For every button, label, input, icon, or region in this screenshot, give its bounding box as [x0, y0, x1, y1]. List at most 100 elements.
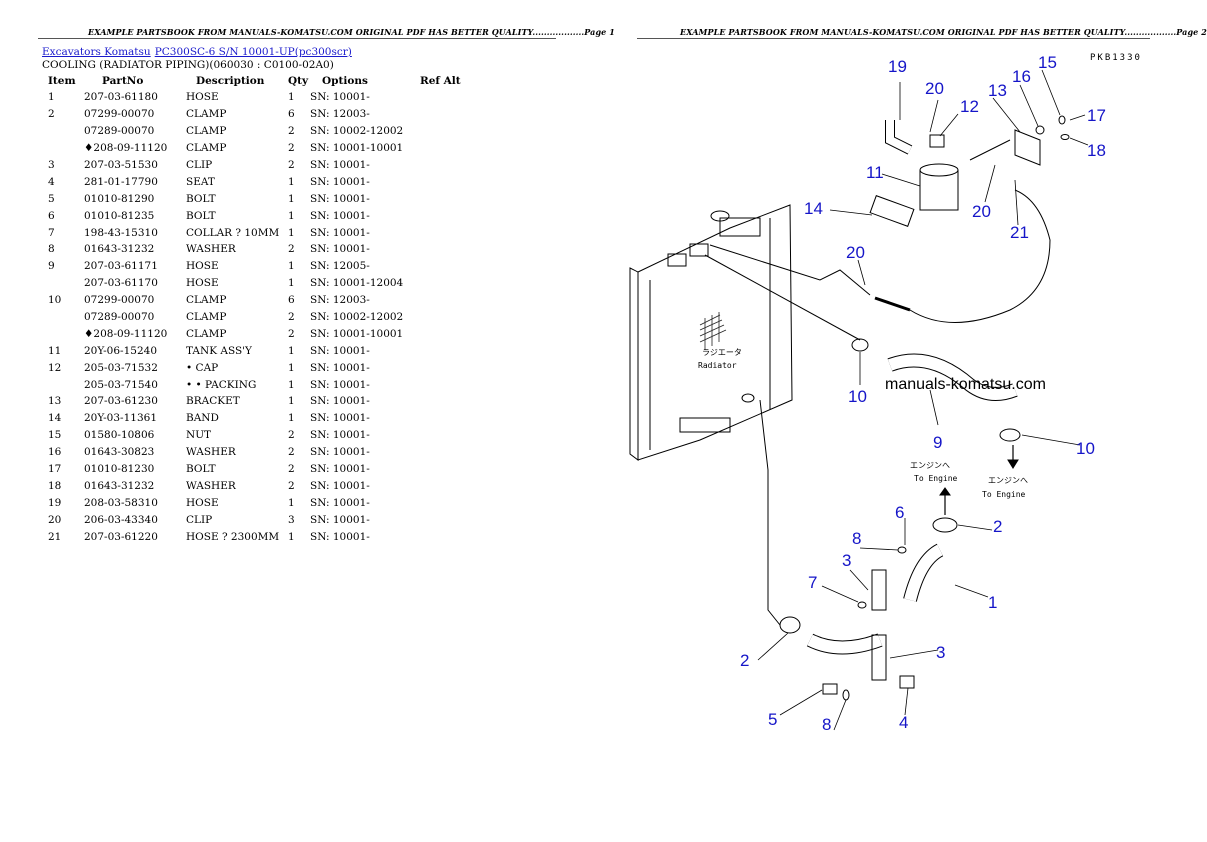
- cell-ref-alt: [416, 376, 480, 393]
- cell-item: 21: [48, 530, 62, 543]
- cell-description: WASHER: [186, 243, 236, 256]
- cell-qty: 1: [288, 395, 295, 408]
- cell-options: SN: 10001-: [310, 378, 370, 391]
- callout-8-top: 8: [852, 529, 861, 548]
- leader-lines: [757, 69, 1089, 731]
- breadcrumb-link-model[interactable]: PC300SC-6 S/N 10001-UP(pc300scr): [154, 46, 352, 58]
- cell-item: 7: [48, 226, 55, 239]
- cell-description: • • PACKING: [186, 378, 257, 391]
- cell-partno: 208-03-58310: [84, 496, 158, 509]
- cell-description: WASHER: [186, 446, 236, 459]
- cell-description: HOSE ? 2300MM: [186, 530, 280, 543]
- callout-2-left: 2: [740, 651, 749, 670]
- cell-description: CLAMP: [186, 108, 227, 121]
- cell-item: 6: [48, 209, 55, 222]
- cell-description: CLIP: [186, 159, 213, 171]
- callout-20-low: 20: [846, 243, 865, 262]
- cell-partno: 01643-31232: [84, 243, 155, 256]
- cell-options: SN: 10001-: [310, 412, 370, 425]
- breadcrumb-link-excavators[interactable]: Excavators Komatsu: [42, 46, 151, 58]
- cell-item: [42, 275, 84, 292]
- callout-4: 4: [899, 713, 908, 732]
- callout-14: 14: [804, 199, 823, 218]
- col-header-qty: Qty: [288, 75, 309, 87]
- cell-ref-alt: [416, 106, 480, 123]
- cell-partno: 07289-00070: [84, 311, 155, 324]
- cell-description: WASHER: [186, 479, 236, 492]
- cell-qty: 2: [288, 429, 295, 442]
- to-engine-label-jp-1: エンジンへ: [910, 461, 950, 470]
- cell-options: SN: 10001-: [310, 209, 370, 222]
- cell-partno: 01010-81230: [84, 463, 155, 476]
- col-header-ref-alt: Ref Alt: [420, 75, 461, 87]
- cell-ref-alt: [416, 157, 480, 174]
- cell-item: 15: [48, 429, 62, 442]
- radiator-piping-diagram: PKB1330 ラジエータ Radiator: [629, 53, 1142, 734]
- parts-table: Item PartNo Description Qty Options Ref …: [42, 75, 480, 545]
- cell-qty: 6: [288, 294, 295, 307]
- cell-item: [42, 140, 84, 157]
- cell-description: CLAMP: [186, 125, 227, 138]
- cell-ref-alt: [416, 309, 480, 326]
- cell-description: CLAMP: [186, 311, 227, 324]
- cell-description: BOLT: [186, 463, 216, 476]
- cell-options: SN: 10002-12002: [310, 125, 404, 138]
- cell-partno: 20Y-06-15240: [84, 344, 157, 357]
- cell-description: BRACKET: [186, 395, 240, 408]
- cell-description: CLIP: [186, 513, 213, 526]
- cell-ref-alt: [416, 292, 480, 309]
- to-engine-label-en-1: To Engine: [914, 474, 958, 483]
- cell-ref-alt: [416, 123, 480, 140]
- cell-options: SN: 10001-: [310, 429, 370, 442]
- cell-description: HOSE: [186, 496, 219, 509]
- cell-options: SN: 10001-: [310, 91, 370, 104]
- cell-qty: 2: [288, 479, 295, 492]
- hose-lines: [704, 120, 1051, 655]
- radiator-label-en: Radiator: [698, 361, 737, 370]
- cell-ref-alt: [416, 173, 480, 190]
- callout-16: 16: [1012, 67, 1031, 86]
- col-header-partno: PartNo: [102, 75, 144, 87]
- cell-partno: 206-03-43340: [84, 513, 158, 526]
- cell-partno: 207-03-51530: [84, 159, 158, 171]
- figure-code: PKB1330: [1090, 53, 1142, 63]
- cell-options: SN: 10001-: [310, 361, 370, 374]
- page-header-left: EXAMPLE PARTSBOOK FROM MANUALS-KOMATSU.C…: [88, 27, 615, 37]
- callout-1: 1: [988, 593, 997, 612]
- callout-3-bottom: 3: [936, 643, 945, 662]
- callout-3-top: 3: [842, 551, 851, 570]
- cell-options: SN: 10001-10001: [310, 142, 404, 155]
- cell-options: SN: 10001-: [310, 159, 370, 171]
- cell-qty: 2: [288, 446, 295, 459]
- cell-ref-alt: [416, 494, 480, 511]
- cell-item: 18: [48, 479, 62, 492]
- cell-partno: 207-03-61180: [84, 91, 158, 104]
- cell-ref-alt: [416, 258, 480, 275]
- cell-description: SEAT: [186, 175, 215, 188]
- table-header-row: Item PartNo Description Qty Options Ref …: [42, 75, 480, 89]
- callout-15: 15: [1038, 53, 1057, 72]
- cell-options: SN: 10001-: [310, 446, 370, 459]
- cell-qty: 2: [288, 125, 295, 138]
- cell-qty: 1: [288, 361, 295, 374]
- cell-qty: 2: [288, 327, 295, 340]
- callout-8-bottom: 8: [822, 715, 831, 734]
- to-engine-label-jp-2: エンジンへ: [988, 476, 1028, 485]
- cell-item: 13: [48, 395, 62, 408]
- cell-description: BOLT: [186, 192, 216, 205]
- cell-options: SN: 10001-: [310, 243, 370, 256]
- cell-partno: 01580-10806: [84, 429, 155, 442]
- cell-qty: 1: [288, 209, 295, 222]
- cell-partno: 01010-81290: [84, 192, 155, 205]
